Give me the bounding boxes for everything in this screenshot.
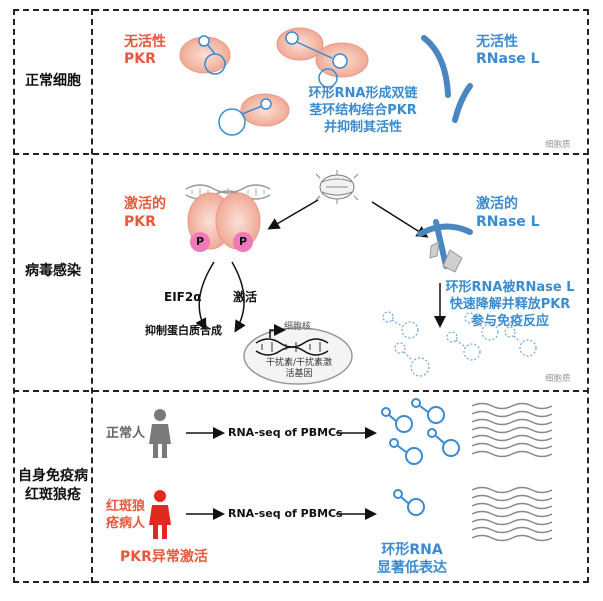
arrow-to-rnase: [371, 201, 429, 238]
patient-label-1: 红斑狼: [106, 499, 146, 514]
column-divider: [91, 9, 93, 583]
virus-desc-1: 环形RNA被RNase L: [445, 280, 575, 295]
circrna-low-label-1: 环形RNA: [381, 542, 443, 558]
virus-desc-3: 参与免疫反应: [470, 314, 549, 329]
normal-desc-2: 茎环结构结合PKR: [309, 103, 417, 118]
virus-particle: [315, 170, 359, 204]
arrow-eif2a: [195, 261, 215, 331]
rna-seq-waves-healthy: [471, 402, 553, 458]
patient-label-2: 疮病人: [106, 516, 146, 531]
rnase-l-inactive: [421, 35, 473, 123]
rnase-inactive-label: 无活性: [476, 34, 518, 50]
circrna-low: [393, 489, 425, 516]
healthy-label: 正常人: [106, 426, 146, 441]
ifn-gene-label-2: 活基因: [285, 369, 313, 379]
rna-seq-label-patient: RNA-seq of PBMCs: [228, 507, 343, 520]
activate-label: 激活: [233, 290, 258, 304]
phospho-label-2: P: [239, 235, 248, 248]
row-label-lupus: 红斑狼疮: [25, 487, 81, 503]
pkr-inactive-label: 无活性: [124, 34, 166, 50]
rna-seq-waves-patient: [471, 486, 553, 542]
pkr-circrna-complex-1: [179, 35, 231, 75]
row-label-normal: 正常细胞: [25, 73, 81, 89]
arrow-activate: [231, 261, 246, 333]
circrna-low-label-2: 显著低表达: [377, 560, 447, 576]
pkr-active-dimer: [187, 192, 261, 252]
normal-desc-3: 并抑制其活性: [323, 120, 402, 135]
row-divider-2: [13, 390, 589, 392]
rnase-active-name: RNase L: [476, 214, 540, 230]
ifn-gene-label-1: 干扰素/干扰素激: [265, 358, 333, 368]
nucleus: [243, 324, 353, 385]
nucleus-label: 细胞核: [284, 322, 312, 332]
arrow-to-pkr: [267, 199, 319, 230]
virus-desc-2: 快速降解并释放PKR: [449, 297, 571, 312]
inhibit-protein-label: 抑制蛋白质合成: [145, 324, 222, 337]
compartment-label-virus: 细胞质: [545, 374, 571, 384]
healthy-person-icon: [149, 409, 171, 458]
pkr-abnormal-label: PKR异常激活: [120, 549, 208, 565]
pkr-circrna-complex-3: [218, 93, 290, 136]
rnase-active-label: 激活的: [476, 196, 518, 212]
circrna-high: [381, 398, 460, 465]
pkr-active-label: 激活的: [124, 196, 166, 212]
eif2a-label: EIF2α: [164, 290, 202, 304]
pkr-circrna-complex-2: [276, 27, 369, 88]
degraded-circrna: [382, 311, 537, 377]
pkr-inactive-name: PKR: [124, 51, 156, 67]
phospho-label-1: P: [196, 235, 205, 248]
figure-frame: [13, 9, 589, 583]
pkr-active-name: PKR: [124, 214, 156, 230]
row-label-virus: 病毒感染: [25, 263, 81, 279]
rna-seq-label-healthy: RNA-seq of PBMCs: [228, 426, 343, 439]
rnase-inactive-name: RNase L: [476, 51, 540, 67]
patient-icon: [149, 490, 171, 539]
rnase-l-active: [417, 219, 473, 273]
normal-desc-1: 环形RNA形成双链: [308, 86, 418, 101]
row-label-autoimmune: 自身免疫病: [18, 468, 88, 484]
compartment-label-normal: 细胞质: [545, 140, 571, 150]
row-divider-1: [13, 153, 589, 155]
